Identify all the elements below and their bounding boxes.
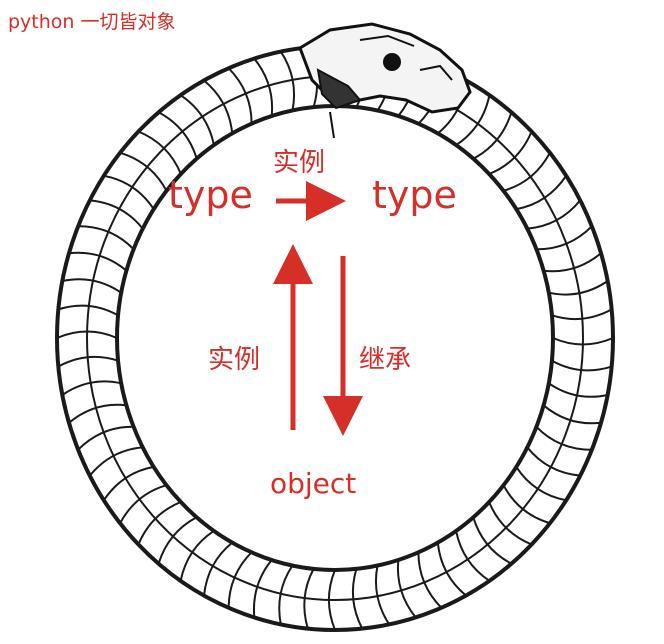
snake-scale [56,330,118,339]
snake-scale [62,278,122,294]
edge-label-type-to-object: 继承 [359,345,412,375]
snake-scale [516,175,567,211]
snake-scale [351,568,364,630]
snake-scale [396,559,417,619]
snake-scale [526,446,581,477]
snake-scale [548,280,609,296]
snake-eye [383,53,401,71]
snake-scale [138,130,182,175]
snake-scale [503,152,551,192]
snake-scale [89,199,144,230]
snake-scale [488,501,532,546]
snake-scale [158,111,198,159]
snake-scale [551,308,613,321]
snake-body [55,44,615,632]
snake-scale [374,565,391,625]
snake-head [298,22,472,139]
node-type-right: type [372,173,457,217]
snake-scale [103,465,154,501]
snake-scale [227,67,253,124]
snake-scale [119,484,167,524]
snake-scale [436,542,467,597]
node-object: object [270,467,357,500]
snake-scale [327,569,336,631]
snake-scale [551,359,612,372]
snake-scale [137,501,182,545]
snake-scale [77,425,134,451]
snake-scale [78,225,135,250]
snake-scale [472,517,512,565]
relation-arrows [273,181,363,436]
snake-scale [61,380,122,396]
snake-scale [179,530,215,582]
snake-scale [68,251,128,272]
snake-fang [329,111,335,139]
snake-scale [527,199,581,230]
snake-scale [103,174,155,210]
snake-scale [203,541,233,596]
snake-scale [536,225,593,251]
snake-scale [515,466,567,502]
diagram-caption: python 一切皆对象 [8,11,176,33]
snake-scale [278,564,294,625]
snake-scale [68,403,127,424]
snake-scale [57,355,119,368]
snake-scale [157,516,198,564]
snake-scale [58,304,119,317]
snake-scale [543,252,602,273]
snake-scale [472,112,513,160]
snake-scale [455,94,491,146]
snake-scale [279,51,296,111]
node-type-left: type [168,173,253,217]
snake-scale [252,559,273,618]
snake-scale [119,151,168,192]
snake-scale [455,530,490,582]
snake-scale [548,382,608,398]
snake-scale [488,131,533,175]
snake-scale [417,552,443,609]
snake-scale [180,94,215,146]
edge-label-object-to-type: 实例 [208,345,261,375]
snake-scale [203,79,234,134]
snake-scale [303,568,315,629]
snake-scale [542,404,602,425]
edge-label-type-to-type: 实例 [273,148,326,178]
snake-scale [535,426,592,451]
snake-scale [552,337,614,346]
snake-scale [253,57,274,117]
snake-scale [227,551,253,608]
snake-scale [502,484,551,525]
snake-scale [89,446,143,477]
